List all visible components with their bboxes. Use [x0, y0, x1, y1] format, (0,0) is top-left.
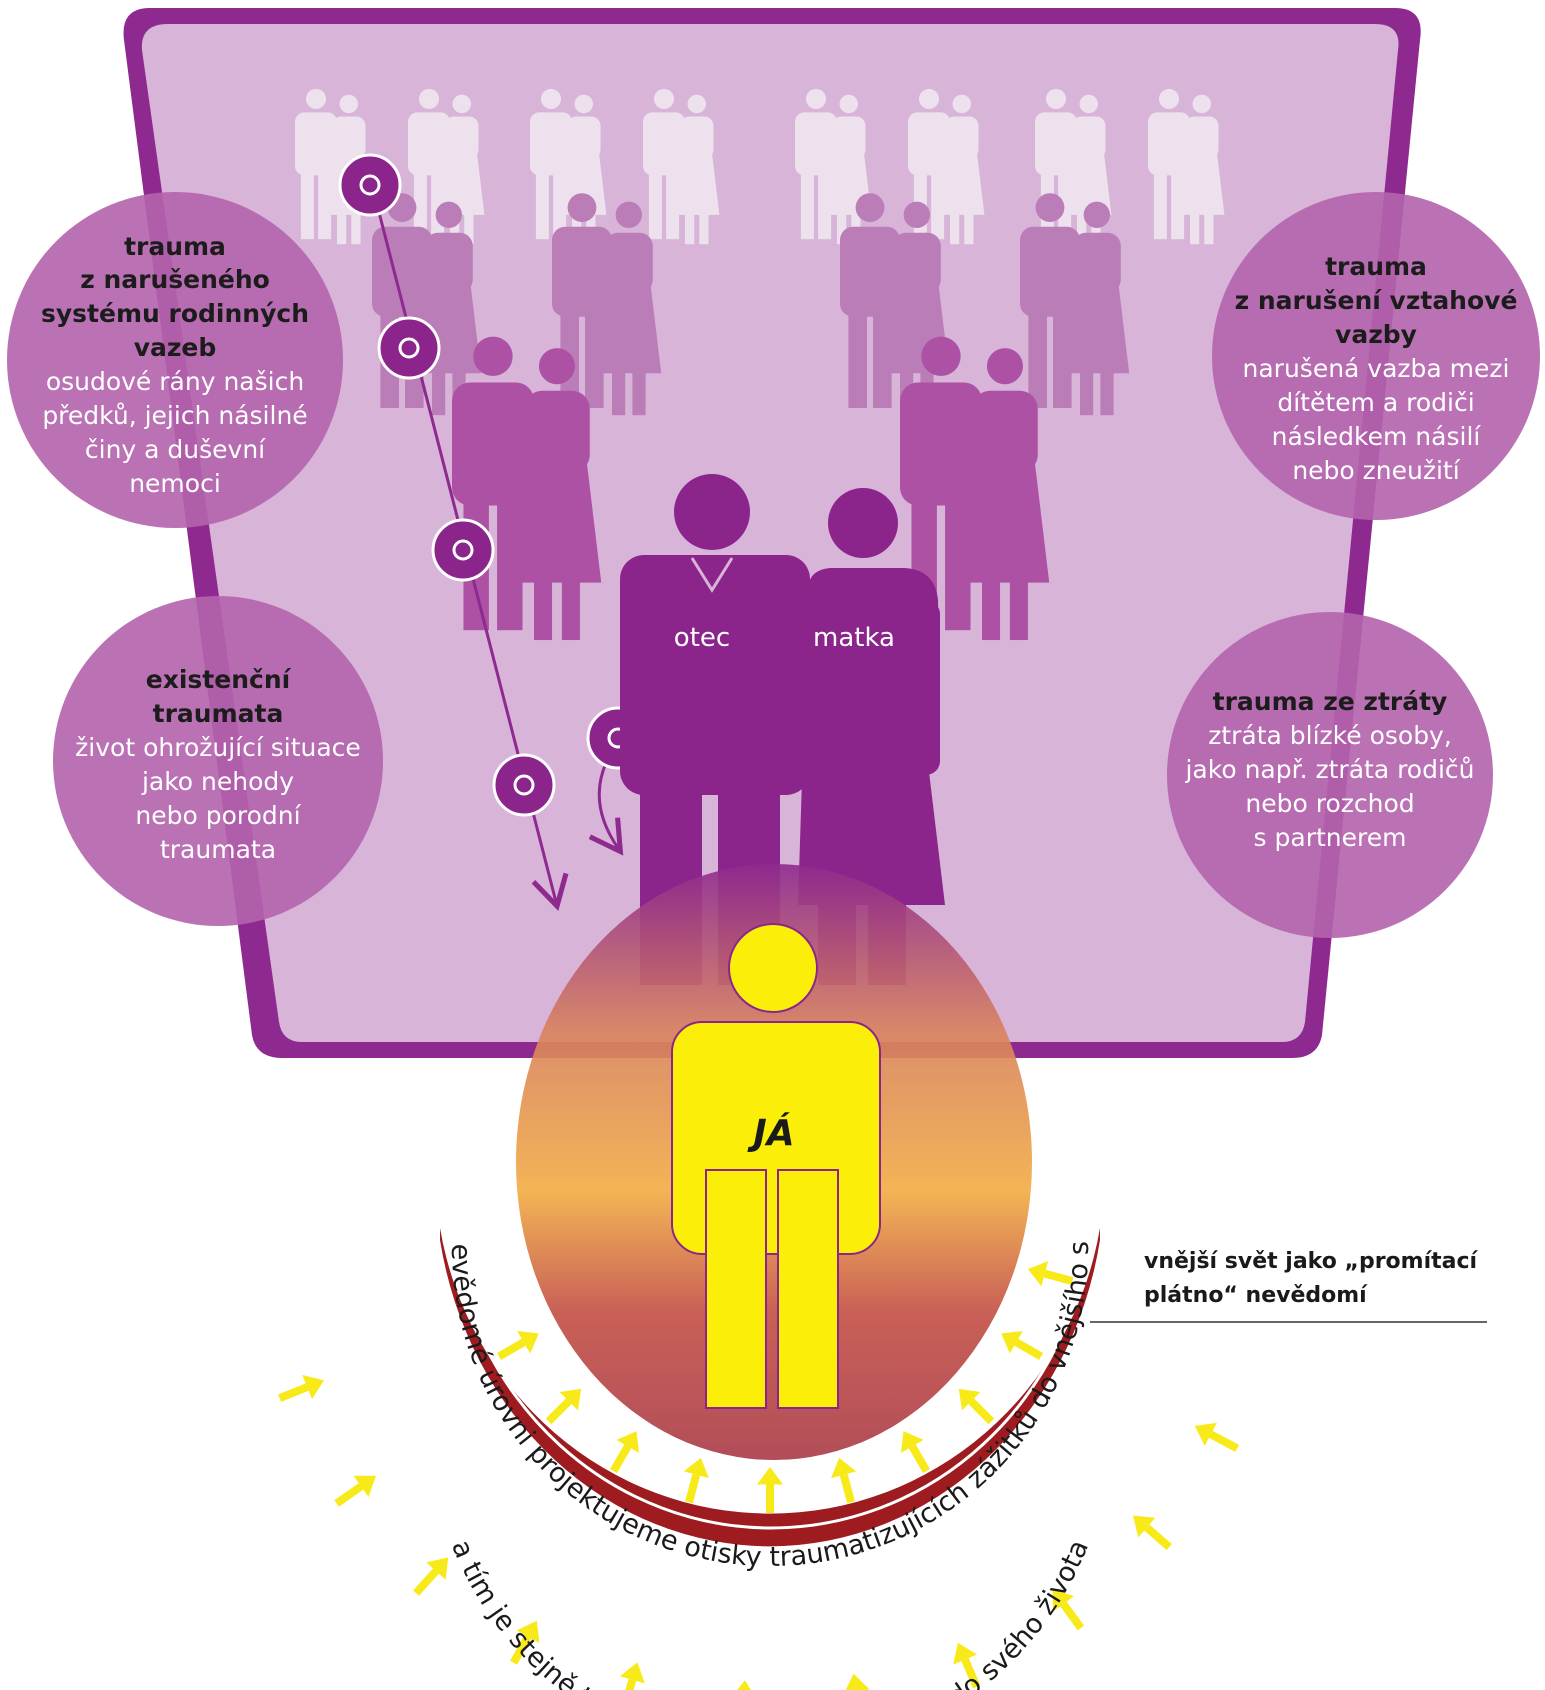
- bubble-family-text-4: nemoci: [129, 469, 221, 498]
- projection-arrow-1: [496, 1330, 539, 1360]
- bubble-loss-text-2: jako např. ztráta rodičů: [1184, 755, 1474, 784]
- projection-arrow-16: [730, 1680, 757, 1690]
- bubble-family-title-2: z narušeného: [80, 265, 270, 294]
- projection-arrow-19: [1052, 1589, 1085, 1631]
- bubble-attachment-text-2: dítětem a rodiči: [1277, 388, 1474, 417]
- projection-arrow-10: [1027, 1261, 1074, 1287]
- projection-arrow-4: [683, 1457, 709, 1504]
- projection-arrow-18: [953, 1642, 981, 1689]
- ring-marker-icon: [338, 153, 650, 817]
- ring-marker-1: [338, 153, 402, 217]
- bubble-attachment-text-4: nebo zneužití: [1292, 456, 1460, 485]
- bubble-existential-title-1: existenční: [146, 665, 292, 694]
- projection-arrow-5: [757, 1467, 783, 1513]
- projection-arrow-8: [958, 1388, 995, 1425]
- parent-figures: otec matka: [620, 474, 945, 985]
- projection-arrow-20: [1132, 1515, 1172, 1551]
- bubble-family-title-4: vazeb: [134, 333, 217, 362]
- bubble-existential-text-4: traumata: [160, 835, 276, 864]
- bubble-family-trauma: trauma z narušeného systému rodinných vazeb…: [7, 192, 343, 528]
- bubble-loss-title-1: trauma ze ztráty: [1213, 687, 1448, 716]
- self-figure: [671, 923, 881, 1409]
- self-label: JÁ: [747, 1112, 794, 1154]
- projection-arrow-3: [610, 1431, 640, 1474]
- bubble-loss-trauma: trauma ze ztráty ztráta blízké osoby, jak…: [1167, 612, 1493, 938]
- projection-arrow-7: [900, 1431, 930, 1474]
- bubble-family-text-3: činy a duševní: [85, 435, 266, 464]
- bubble-existential-text-2: jako nehody: [141, 767, 294, 796]
- bubble-family-text-2: předků, jejich násilné: [42, 401, 307, 430]
- projection-arrow-6: [831, 1457, 857, 1504]
- bubble-existential-title-2: traumata: [153, 699, 284, 728]
- bubble-existential-text-1: život ohrožující situace: [75, 733, 361, 762]
- bubble-family-title-3: systému rodinných: [41, 299, 309, 328]
- projection-arrow-13: [413, 1557, 449, 1596]
- ring-marker-3: [431, 518, 495, 582]
- projection-arrow-21: [1194, 1422, 1239, 1452]
- ring-marker-2: [377, 316, 441, 380]
- projection-arrow-11: [278, 1374, 325, 1402]
- projection-arrow-12: [334, 1475, 376, 1507]
- bubble-attachment-trauma: trauma z narušení vztahové vazby narušená …: [1212, 192, 1540, 520]
- projection-arrow-9: [1001, 1330, 1044, 1360]
- bubble-attachment-title-3: vazby: [1335, 320, 1417, 349]
- projection-arrow-17: [843, 1673, 870, 1690]
- bubble-existential-text-3: nebo porodní: [135, 801, 301, 830]
- projection-arrow-2: [545, 1388, 582, 1425]
- bubble-loss-text-1: ztráta blízké osoby,: [1208, 721, 1452, 750]
- bubble-attachment-title-2: z narušení vztahové: [1235, 286, 1518, 315]
- bubble-existential-trauma: existenční traumata život ohrožující situ…: [53, 596, 383, 926]
- bubble-attachment-title-1: trauma: [1325, 252, 1427, 281]
- father-label: otec: [674, 623, 730, 653]
- svg-text:trauma ze ztráty: trauma ze ztráty: [1213, 687, 1448, 716]
- side-note-line-1: vnější svět jako „promítací: [1144, 1249, 1479, 1274]
- bubble-attachment-text-3: následkem násilí: [1272, 422, 1482, 451]
- side-note-line-2: plátno“ nevědomí: [1144, 1283, 1368, 1308]
- projection-arrow-15: [619, 1662, 645, 1690]
- bubble-loss-text-4: s partnerem: [1254, 823, 1407, 852]
- bubble-attachment-text-1: narušená vazba mezi: [1243, 354, 1510, 383]
- svg-text:ztráta blízké osoby,jako např.: ztráta blízké osoby, jako např. ztráta ro…: [1184, 721, 1474, 852]
- mother-label: matka: [813, 623, 895, 653]
- ring-marker-5: [492, 753, 556, 817]
- bubble-family-title-1: trauma: [124, 232, 226, 261]
- projection-screen-inner: [450, 1235, 1092, 1530]
- projection-arrow-14: [510, 1620, 540, 1665]
- bubble-family-text-1: osudové rány našich: [46, 367, 304, 396]
- bubble-loss-text-3: nebo rozchod: [1245, 789, 1414, 818]
- side-note: vnější svět jako „promítací plátno“ nevěd…: [1144, 1249, 1479, 1308]
